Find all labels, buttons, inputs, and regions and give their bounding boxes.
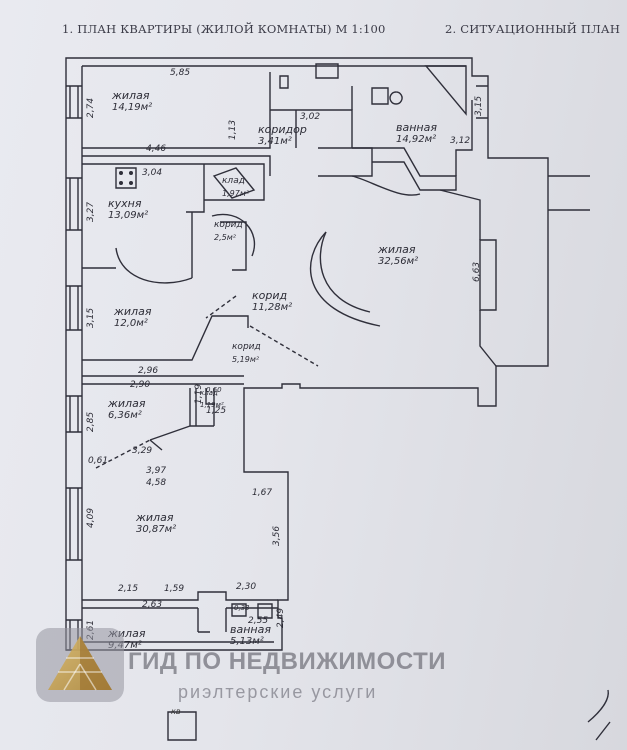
dimension-label: 1,59 [164,584,185,594]
wall [82,375,244,385]
wall [351,175,481,240]
stove [115,167,137,189]
dimension-label: 4,46 [146,144,167,154]
dimension-label: 3,12 [450,136,471,146]
dimension-label: 4,09 [86,507,96,528]
dimension-label: 0,61 [88,456,109,466]
watermark-logo: ГИД ПО НЕДВИЖИМОСТИ риэлтерские услуги [28,624,468,706]
dimension-label: 3,04 [142,168,163,178]
wall [479,310,497,367]
outer-wall-inner [81,65,466,643]
wall [82,163,265,213]
wall [231,603,247,617]
wall [189,388,215,427]
dimension-label: 6,63 [472,261,482,282]
dimension-label: 3,56 [272,525,282,546]
wall [212,167,256,199]
dimension-label: 5,85 [170,68,191,78]
dimension-label: 2,90 [130,380,151,390]
dimension-label: 3,02 [300,112,321,122]
bath-fixture [424,65,467,116]
dimension-label: 2,96 [138,366,159,376]
outer-wall [65,57,549,651]
window-right [476,85,488,119]
wall [82,315,249,361]
dimension-label: 3,15 [86,307,96,328]
window-left [66,285,82,331]
bath-fixture [279,75,289,89]
wall [351,86,457,191]
dimension-label: 4,58 [146,478,167,488]
dimension-label: 2,30 [236,582,257,592]
dimension-label: 2,63 [142,600,163,610]
wall [257,603,273,619]
window-left [66,177,82,231]
watermark-title: ГИД ПО НЕДВИЖИМОСТИ [128,648,446,675]
wall [149,425,191,451]
dimension-label: 0,60 [206,386,222,394]
wall [82,247,193,284]
dimension-label: 1,67 [252,488,273,498]
wall [82,155,271,176]
dimension-label: 2,85 [86,411,96,432]
watermark-subtitle: риэлтерские услуги [178,682,378,702]
window-right [479,239,497,311]
mark-box [167,711,197,741]
dimension-label: 3,29 [132,446,153,456]
wall [82,607,278,633]
window-left [66,85,82,119]
dimension-label: 1,13 [228,119,238,140]
plan-title: 1. ПЛАН КВАРТИРЫ (ЖИЛОЙ КОМНАТЫ) М 1:100 [62,22,386,36]
dimension-label: 3,15 [474,95,484,116]
stair-fragment [587,689,611,741]
dimension-label: 0,33 [234,604,250,612]
bath-fixture [315,63,339,79]
window-left [66,395,82,433]
wall [191,212,247,278]
wall [205,388,214,405]
dimension-label: 1,25 [206,406,227,416]
wall [455,100,473,176]
dimension-label: 3,27 [86,201,96,222]
extension-line [548,175,590,211]
curved-wall [309,231,381,327]
dimension-label: 3,97 [146,466,167,476]
dimension-label: 2,55 [248,616,269,626]
bath-fixture [371,87,403,105]
dimension-label: 2,74 [86,97,96,118]
curved-wall [319,231,371,313]
corner-note: кв [171,707,181,716]
window-left [66,487,82,561]
situation-plan-title: 2. СИТУАЦИОННЫЙ ПЛАН [445,22,621,36]
wall [318,147,373,177]
dashed-door [95,295,319,469]
wall [82,591,278,601]
pyramid-logo-icon [36,628,124,702]
dimension-label: 1,19 [194,383,204,404]
dimension-label: 2,15 [118,584,139,594]
wall [211,213,256,257]
